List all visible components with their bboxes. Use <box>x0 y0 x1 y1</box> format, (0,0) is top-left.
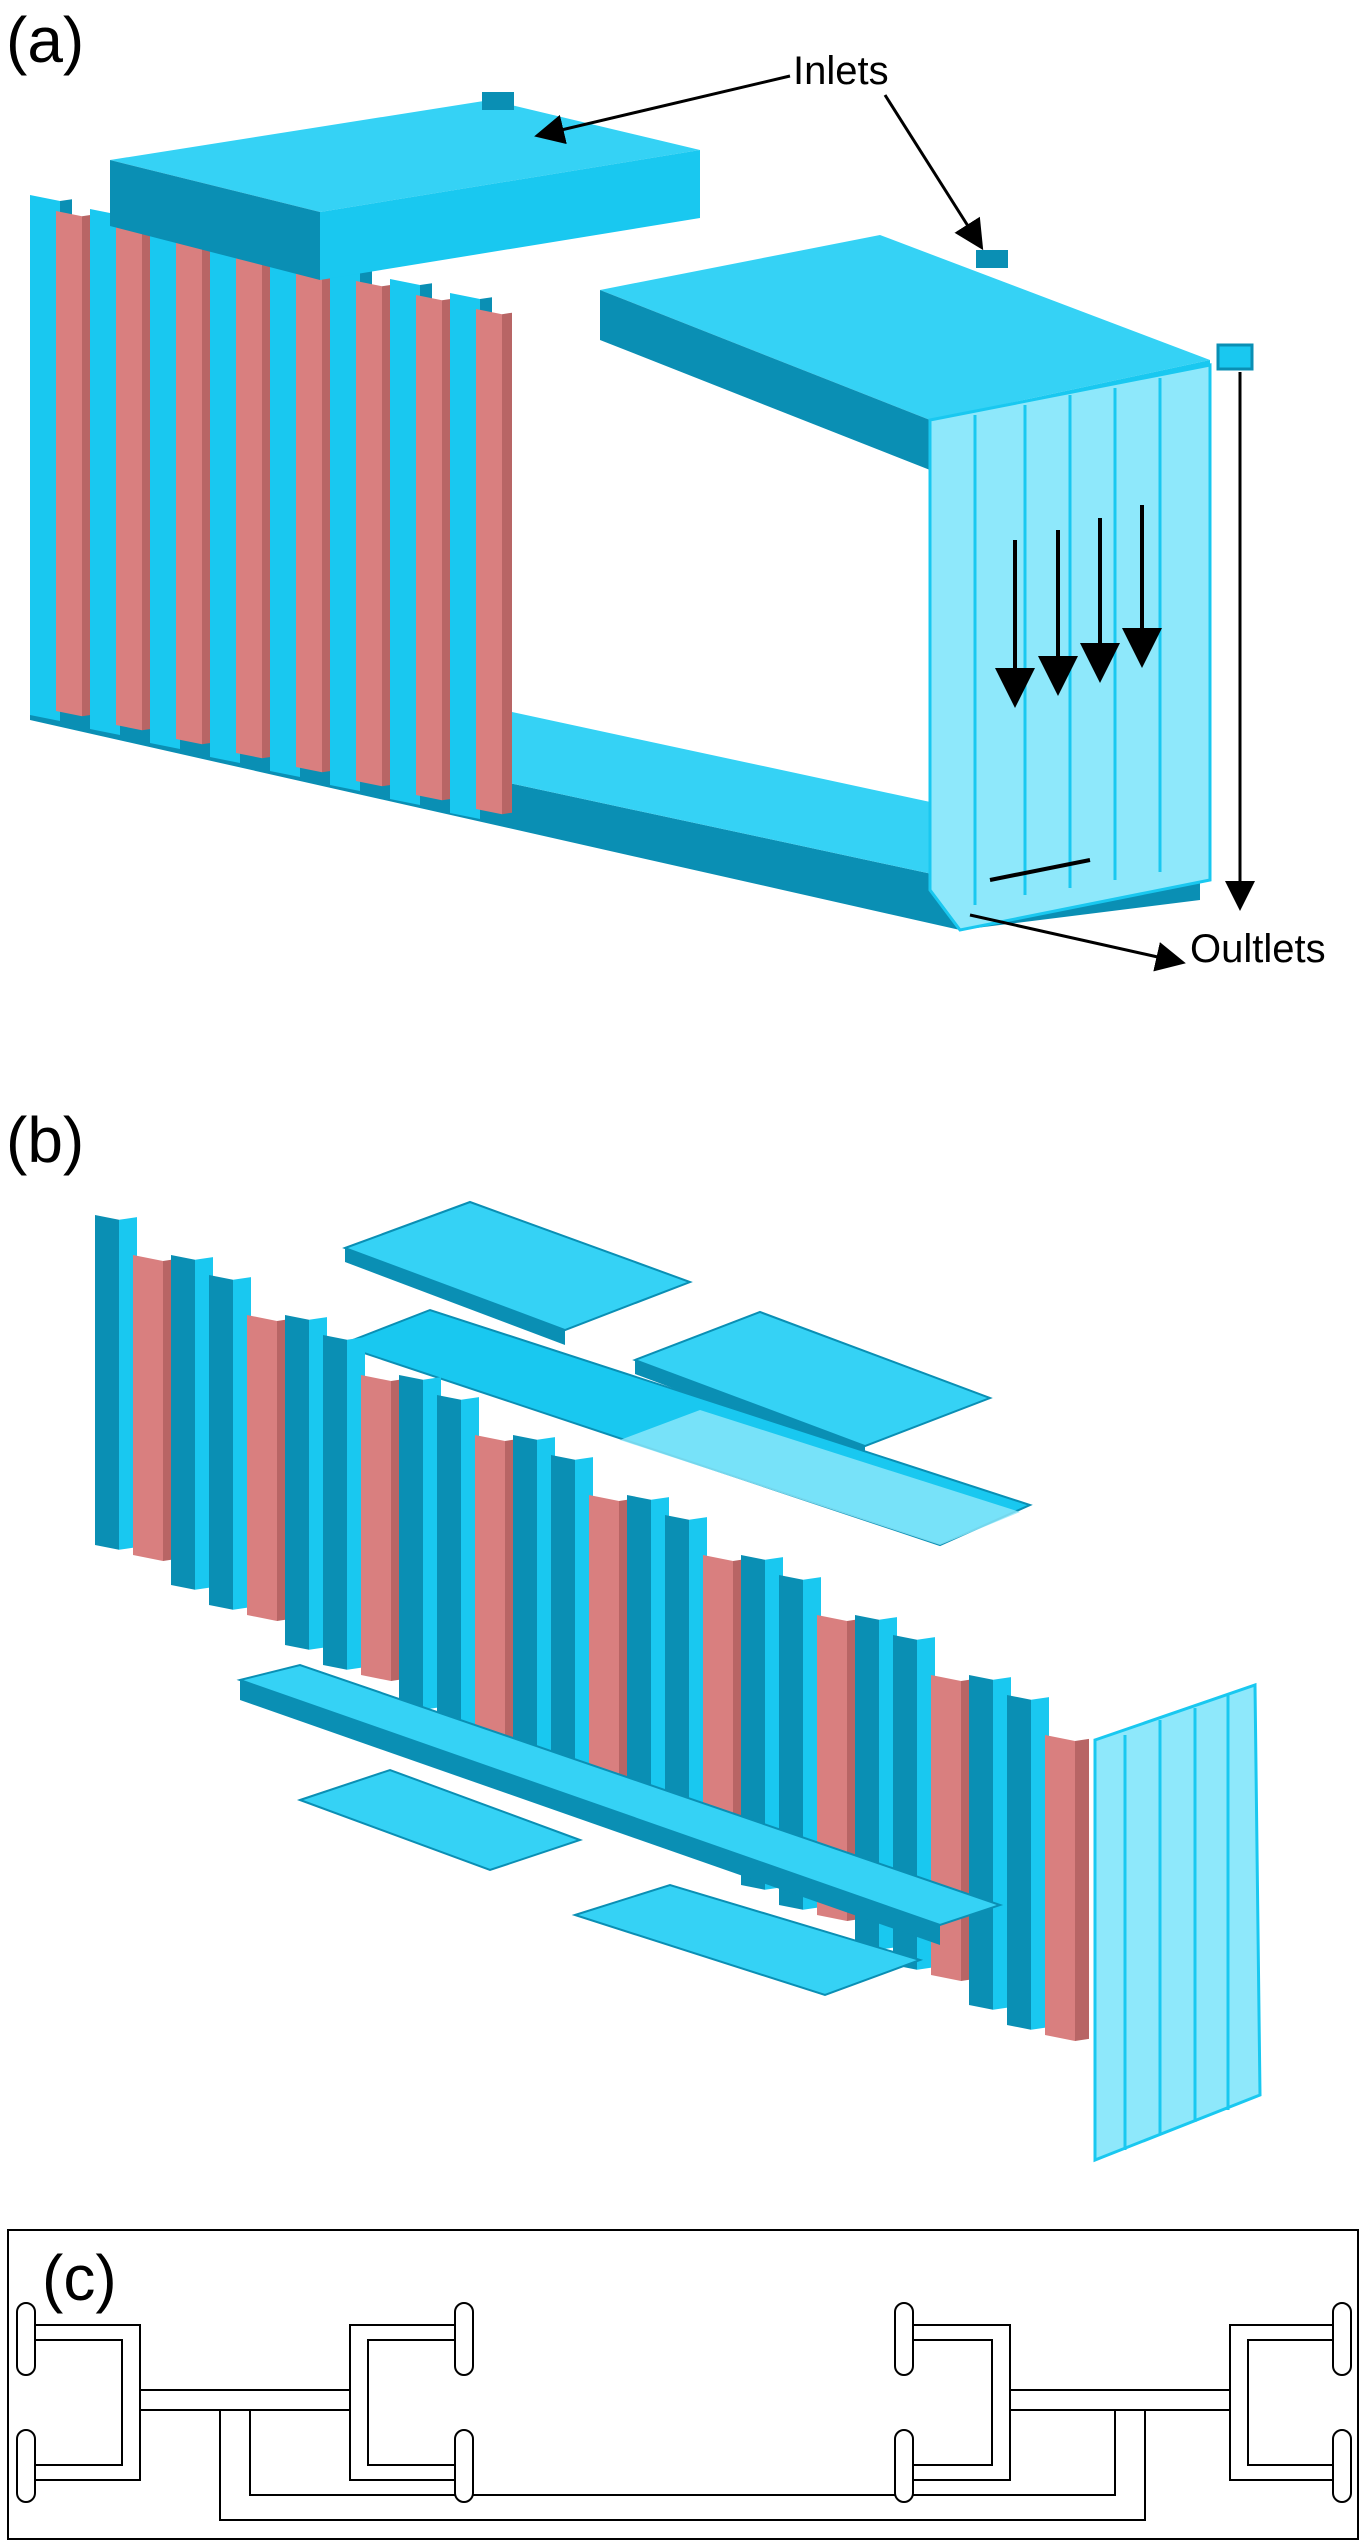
outlets-callout-arrows <box>969 372 1255 972</box>
outlet-port <box>1216 343 1254 371</box>
schematic-frame <box>7 2229 1359 2540</box>
panel-b: (b) <box>6 1104 1262 2163</box>
exploded-base-rail <box>236 1663 1004 1945</box>
battery-cell-exploded <box>1045 1735 1089 2041</box>
battery-cell-exploded <box>247 1315 291 1621</box>
cold-plate-exploded <box>741 1555 783 1890</box>
end-plate <box>928 363 1212 932</box>
panel-b-label: (b) <box>6 1104 84 1176</box>
exploded-top-cover-1 <box>342 1200 693 1345</box>
exploded-bottom-cover-1 <box>296 1768 584 1872</box>
inlet-port-1 <box>482 92 514 110</box>
cold-plate-exploded <box>551 1455 593 1790</box>
cold-plate-exploded <box>437 1395 479 1730</box>
cold-plate-exploded <box>969 1675 1011 2010</box>
battery-cell-exploded <box>133 1255 177 1561</box>
cold-plate-exploded <box>627 1495 669 1830</box>
battery-cell-exploded <box>475 1435 519 1741</box>
panel-a: (a) <box>6 4 1326 972</box>
outlets-label: Oultlets <box>1190 927 1326 971</box>
panel-c-label: (c) <box>42 2242 117 2314</box>
battery-cell <box>356 281 392 787</box>
manifold-schematic <box>30 2324 1340 2521</box>
cold-plate-exploded <box>1007 1695 1049 2030</box>
battery-cell <box>416 295 452 801</box>
battery-cell <box>236 253 272 759</box>
battery-cell <box>116 225 152 731</box>
battery-cell <box>296 267 332 773</box>
cold-plate-exploded <box>285 1315 327 1650</box>
exploded-manifold-plate <box>337 1308 1033 1547</box>
panel-c: (c) <box>7 2229 1359 2540</box>
cold-plate-exploded <box>95 1215 137 1550</box>
battery-cell <box>56 211 92 717</box>
cold-plate-exploded <box>209 1275 251 1610</box>
cold-plate-exploded <box>779 1575 821 1910</box>
battery-cell-exploded <box>361 1375 405 1681</box>
cell-stack-a <box>30 195 512 819</box>
battery-cell-exploded <box>589 1495 633 1801</box>
exploded-end-plate <box>1093 1682 1262 2163</box>
inlets-callout-arrows <box>534 74 984 251</box>
battery-cell <box>176 239 212 745</box>
schematic-ports <box>16 2302 1352 2503</box>
cold-plate-exploded <box>399 1375 441 1710</box>
cold-plate-exploded <box>323 1335 365 1670</box>
cold-plate-exploded <box>513 1435 555 1770</box>
cold-plate-exploded <box>665 1515 707 1850</box>
battery-cell <box>476 309 512 815</box>
inlets-label: Inlets <box>793 49 889 93</box>
flow-arrows <box>989 505 1162 882</box>
cold-plate-exploded <box>171 1255 213 1590</box>
panel-a-label: (a) <box>6 4 84 76</box>
inlet-port-2 <box>976 250 1008 268</box>
exploded-bottom-cover-2 <box>571 1883 924 1997</box>
